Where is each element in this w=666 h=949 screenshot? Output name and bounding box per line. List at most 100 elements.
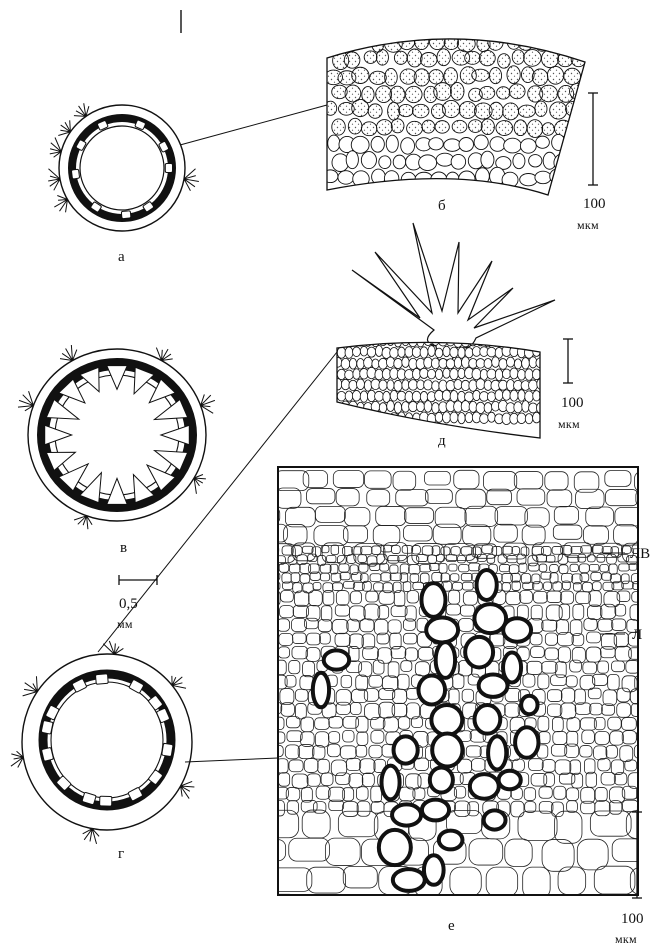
epidermis-cell bbox=[397, 391, 406, 401]
epidermis-cell bbox=[353, 369, 360, 380]
cortex-cell bbox=[368, 104, 382, 118]
cortex-cell bbox=[481, 151, 494, 168]
xylem-vessel bbox=[379, 830, 411, 865]
epidermis-cell bbox=[450, 412, 458, 423]
cortex-cell bbox=[346, 151, 358, 169]
parenchyma-cell bbox=[475, 895, 504, 923]
xylem-vessel bbox=[484, 810, 506, 829]
parenchyma-cell bbox=[636, 490, 666, 506]
stellate-hair-small bbox=[11, 751, 23, 767]
cross-section-v bbox=[18, 345, 215, 529]
cortex-cell bbox=[474, 135, 488, 150]
epidermis-cell bbox=[357, 358, 364, 369]
epidermis-cell bbox=[402, 357, 409, 367]
cortex-cell bbox=[394, 51, 407, 64]
xylem-vessel bbox=[424, 855, 444, 885]
epidermis-cell bbox=[492, 357, 500, 368]
epidermis-cell bbox=[334, 402, 343, 412]
parenchyma-cell bbox=[549, 896, 587, 921]
epidermis-cell bbox=[353, 347, 361, 357]
stellate-hair-small bbox=[74, 516, 92, 529]
epidermis-cell bbox=[548, 346, 556, 357]
epidermis-cell bbox=[551, 381, 559, 391]
epidermis-cell bbox=[552, 402, 559, 412]
epidermis-cell bbox=[446, 359, 455, 369]
epidermis-cell bbox=[548, 369, 556, 379]
epidermis-cell bbox=[517, 413, 526, 424]
cortex-cell bbox=[503, 103, 519, 120]
epidermis-cell bbox=[341, 358, 350, 369]
epidermis-cell bbox=[555, 369, 563, 380]
epidermis-cell bbox=[334, 379, 342, 390]
cortex-cell bbox=[429, 70, 444, 84]
cortex-cell bbox=[589, 154, 601, 167]
cortex-cell bbox=[443, 100, 460, 117]
cortex-cell bbox=[361, 152, 376, 169]
stellate-hair-small bbox=[50, 137, 61, 157]
cortex-cell bbox=[497, 87, 510, 99]
cortex-cell bbox=[399, 104, 414, 116]
epidermis-cell bbox=[420, 391, 427, 402]
leader-line-a-b bbox=[180, 105, 327, 145]
tissue-detail-b bbox=[323, 32, 603, 195]
cortex-cell bbox=[405, 86, 422, 102]
epidermis-cell bbox=[435, 369, 442, 380]
epidermis-cell bbox=[432, 381, 440, 391]
cortex-cell bbox=[338, 171, 354, 184]
xylem-vessel bbox=[418, 676, 445, 705]
xylem-vessel bbox=[394, 736, 418, 763]
epidermis-cell bbox=[487, 347, 496, 357]
parenchyma-cell bbox=[640, 564, 650, 573]
epidermis-cell bbox=[375, 412, 384, 423]
cortex-cell bbox=[429, 138, 444, 150]
cortex-cell bbox=[444, 139, 461, 152]
cortex-cell bbox=[412, 104, 429, 117]
stellate-hair-small bbox=[18, 391, 33, 411]
cortex-cell bbox=[498, 54, 510, 68]
cross-section-g bbox=[11, 641, 194, 844]
parenchyma-cell bbox=[368, 895, 401, 922]
epidermis-cell bbox=[442, 390, 450, 401]
epidermis-cell bbox=[551, 357, 560, 368]
cortex-cell bbox=[422, 120, 435, 133]
cortex-cell bbox=[323, 170, 338, 183]
cortex-cell bbox=[407, 49, 422, 67]
epidermis-cell bbox=[412, 347, 420, 358]
cortex-cell bbox=[524, 50, 542, 67]
parenchyma-cell bbox=[635, 471, 665, 492]
epidermis-cell bbox=[484, 358, 492, 368]
xylem-vessel bbox=[474, 705, 500, 734]
cortex-cell bbox=[520, 139, 536, 153]
cortex-cell bbox=[457, 36, 475, 52]
epidermis-cell bbox=[345, 370, 354, 380]
xylem-vessel bbox=[477, 570, 497, 600]
cortex-cell bbox=[512, 50, 524, 64]
parenchyma-cell bbox=[640, 759, 656, 774]
epidermis-cell bbox=[514, 336, 522, 347]
epidermis-cell bbox=[499, 359, 507, 370]
parenchyma-cell bbox=[512, 895, 542, 924]
cortex-cell bbox=[451, 154, 466, 169]
epidermis-cell bbox=[398, 347, 405, 357]
vascular-bundle bbox=[95, 674, 108, 685]
parenchyma-cell bbox=[265, 604, 276, 617]
scale-v-value: 0,5 bbox=[119, 596, 138, 612]
xylem-vessel bbox=[499, 771, 521, 790]
epidermis-cell bbox=[476, 379, 485, 390]
epidermis-cell bbox=[349, 380, 357, 390]
epidermis-cell bbox=[360, 346, 367, 356]
epidermis-cell bbox=[533, 412, 541, 423]
epidermis-cell bbox=[536, 335, 544, 345]
epidermis-cell bbox=[499, 380, 508, 390]
parenchyma-cell bbox=[403, 894, 437, 918]
cortex-cell bbox=[479, 50, 495, 65]
epidermis-cell bbox=[428, 346, 435, 357]
epidermis-cell bbox=[435, 412, 443, 422]
cortex-cell bbox=[496, 121, 513, 136]
epidermis-cell bbox=[540, 347, 547, 358]
vascular-bundle bbox=[100, 796, 112, 806]
epidermis-cell bbox=[402, 335, 409, 346]
epidermis-cell bbox=[548, 392, 556, 402]
xylem-vessel bbox=[324, 650, 349, 669]
epidermis-cell bbox=[521, 335, 529, 345]
